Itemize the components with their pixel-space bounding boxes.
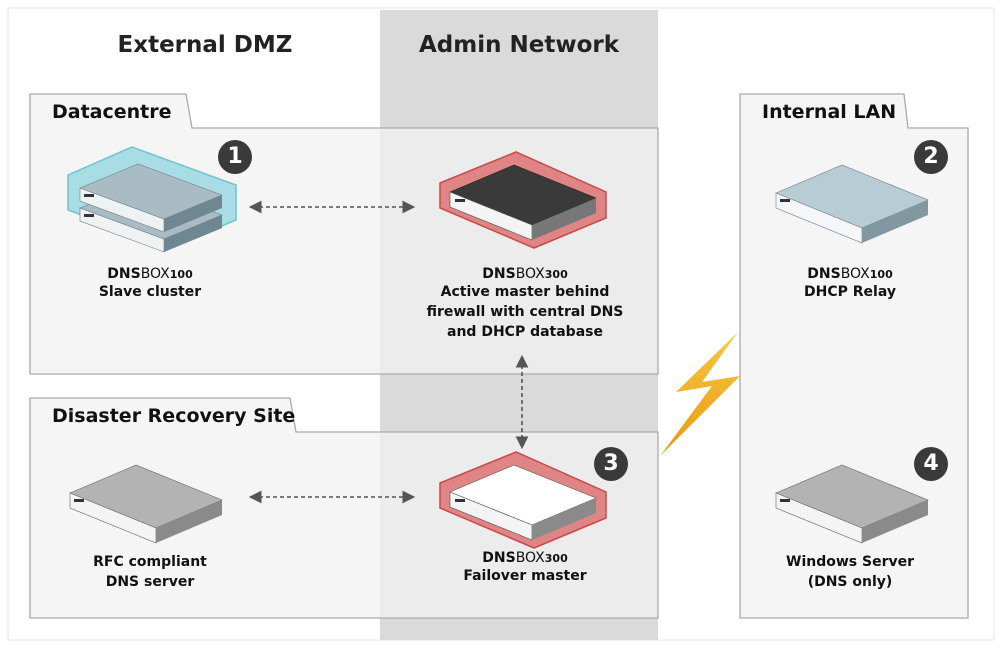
device-label-active-master: DNSBOX300 Active master behind firewall …: [410, 266, 640, 342]
device-name: DNSBOX100: [807, 266, 893, 282]
step-badge-1: 1: [218, 140, 252, 174]
device-label-cluster: DNSBOX100 Slave cluster: [70, 266, 230, 302]
device-name: DNSBOX100: [107, 266, 193, 282]
device-description: Windows Server: [786, 554, 914, 570]
device-name: DNSBOX300: [482, 266, 568, 282]
device-description: DNS server: [105, 574, 195, 590]
step-badge-3: 3: [594, 447, 628, 481]
device-description: RFC compliant: [93, 554, 207, 570]
dnsbox100-cluster-device: [67, 146, 237, 253]
dnsbox300-failover-device: [439, 451, 607, 549]
device-description: (DNS only): [807, 574, 893, 590]
device-description: firewall with central DNS: [426, 304, 624, 320]
device-label-relay: DNSBOX100 DHCP Relay: [770, 266, 930, 302]
step-badge-2: 2: [914, 140, 948, 174]
device-label-failover: DNSBOX300 Failover master: [440, 550, 610, 586]
device-description: Failover master: [463, 568, 587, 584]
step-badge-4: 4: [914, 447, 948, 481]
site-title-disaster-recovery: Disaster Recovery Site: [52, 405, 296, 427]
rfc-dns-server-device: [69, 464, 223, 544]
zone-title-external-dmz: External DMZ: [117, 32, 293, 58]
device-description: and DHCP database: [447, 324, 603, 340]
device-description: Active master behind: [440, 284, 610, 300]
zone-title-admin-network: Admin Network: [418, 32, 620, 58]
disaster-recovery-box: [29, 397, 659, 619]
site-title-internal-lan: Internal LAN: [762, 101, 897, 123]
dnsbox300-active-device: [439, 151, 607, 249]
device-description: Slave cluster: [98, 284, 202, 300]
dnsbox100-relay-device: [775, 164, 929, 244]
device-label-windows: Windows Server (DNS only): [760, 552, 940, 592]
device-label-rfc: RFC compliant DNS server: [60, 552, 240, 592]
device-name: DNSBOX300: [482, 550, 568, 566]
windows-server-device: [775, 464, 929, 544]
device-description: DHCP Relay: [804, 284, 896, 300]
site-title-datacentre: Datacentre: [52, 101, 172, 123]
